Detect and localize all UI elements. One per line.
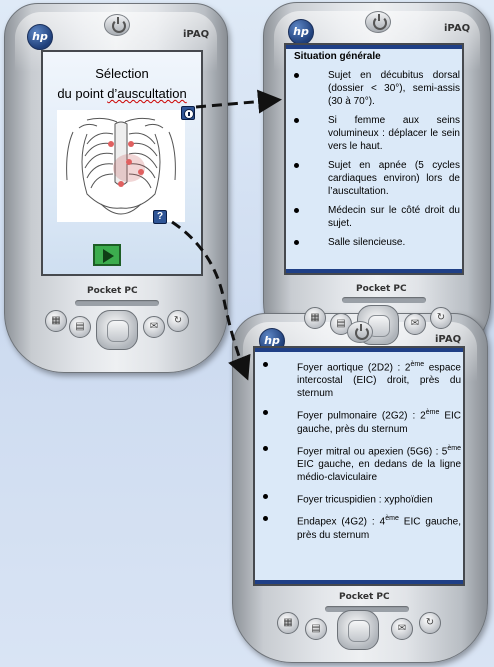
list-item: Médecin sur le côté droit du sujet. (290, 204, 460, 230)
power-button[interactable] (365, 11, 391, 33)
info-icon[interactable] (181, 106, 195, 120)
endapex-point[interactable] (126, 159, 132, 165)
power-button[interactable] (104, 14, 130, 36)
calendar-button[interactable]: ▦ (45, 310, 67, 332)
home-button[interactable]: ↻ (419, 612, 441, 634)
aortic-point[interactable] (108, 141, 114, 147)
navigation-pad[interactable] (337, 610, 379, 650)
home-button[interactable]: ↻ (167, 310, 189, 332)
help-button[interactable]: ? (153, 210, 167, 224)
ipaq-label: iPAQ (435, 334, 462, 345)
pocket-pc-label: Pocket PC (339, 592, 390, 602)
pda-device-general: iPAQ Situation générale Sujet en décubit… (263, 2, 491, 362)
chest-drawing (66, 117, 176, 215)
list-item: Endapex (4G2) : 4ème EIC gauche, près du… (259, 512, 461, 541)
list-item: Salle silencieuse. (290, 236, 460, 249)
hp-logo (27, 24, 53, 50)
home-button[interactable]: ↻ (430, 307, 452, 329)
pulmonary-point[interactable] (128, 141, 134, 147)
speaker-slot (325, 606, 409, 612)
screen-top-border (255, 348, 463, 352)
contacts-button[interactable]: ▤ (305, 618, 327, 640)
ipaq-label: iPAQ (183, 29, 210, 40)
list-item: Sujet en décubitus dorsal (dossier < 30°… (290, 69, 460, 108)
speaker-slot (342, 297, 426, 303)
tricuspid-point[interactable] (118, 181, 124, 187)
list-item: Foyer pulmonaire (2G2) : 2ème EIC gauche… (259, 406, 461, 435)
hp-logo (288, 19, 314, 45)
mitral-point[interactable] (138, 169, 144, 175)
screen-foci: Foyer aortique (2D2) : 2ème espace inter… (253, 346, 465, 586)
list-item: Sujet en apnée (5 cycles cardiaques envi… (290, 159, 460, 198)
foci-list: Foyer aortique (2D2) : 2ème espace inter… (259, 358, 461, 548)
screen-bottom-border (286, 269, 462, 273)
mail-button[interactable]: ✉ (143, 316, 165, 338)
section-heading: Situation générale (294, 51, 381, 62)
pda-device-selection: iPAQ Sélection du point d’auscultation (4, 3, 228, 373)
calendar-button[interactable]: ▦ (304, 307, 326, 329)
screen-bottom-border (255, 580, 463, 584)
pocket-pc-label: Pocket PC (356, 284, 407, 294)
play-button[interactable] (93, 244, 121, 266)
mail-button[interactable]: ✉ (391, 618, 413, 640)
calendar-button[interactable]: ▦ (277, 612, 299, 634)
subtitle-word: d’auscultation (107, 86, 187, 101)
chest-illustration[interactable] (57, 110, 185, 222)
mail-button[interactable]: ✉ (404, 313, 426, 335)
subtitle-prefix: du point (57, 86, 108, 101)
list-item: Foyer mitral ou apexien (5G6) : 5ème EIC… (259, 442, 461, 484)
power-button[interactable] (347, 321, 373, 343)
ipaq-label: iPAQ (444, 23, 471, 34)
page-title: Sélection (95, 66, 149, 81)
page-subtitle: du point d’auscultation (43, 86, 201, 101)
contacts-button[interactable]: ▤ (69, 316, 91, 338)
screen-general: Situation générale Sujet en décubitus do… (284, 43, 464, 275)
list-item: Si femme aux seins volumineux : déplacer… (290, 114, 460, 153)
screen-top-border (286, 45, 462, 49)
general-list: Sujet en décubitus dorsal (dossier < 30°… (290, 69, 460, 255)
list-item: Foyer aortique (2D2) : 2ème espace inter… (259, 358, 461, 400)
pocket-pc-label: Pocket PC (87, 286, 138, 296)
speaker-slot (75, 300, 159, 306)
list-item: Foyer tricuspidien : xyphoïdien (259, 490, 461, 506)
pda-device-foci: iPAQ Foyer aortique (2D2) : 2ème espace … (232, 313, 488, 663)
screen-selection: Sélection du point d’auscultation (41, 50, 203, 276)
navigation-pad[interactable] (96, 310, 138, 350)
